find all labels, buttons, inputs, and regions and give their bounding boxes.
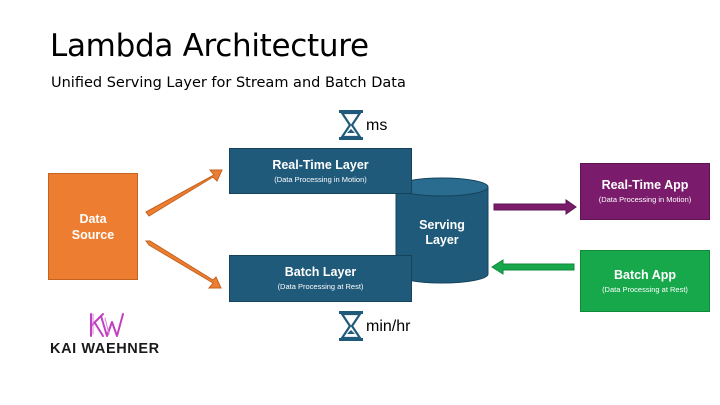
serving-layer-label-line1: Serving: [419, 218, 465, 232]
realtime-app-label: Real-Time App: [601, 178, 689, 192]
serving-layer-label-line2: Layer: [425, 233, 459, 247]
logo-wordmark: KAI WAEHNER: [50, 341, 160, 357]
page-title: Lambda Architecture: [50, 28, 369, 64]
latency-slow-label: min/hr: [366, 318, 411, 335]
serving-layer-cylinder: [395, 177, 489, 284]
hourglass-icon: [339, 311, 363, 341]
arrow-source-to-batch: [145, 240, 222, 289]
data-source-box: Data Source: [48, 173, 138, 280]
arrow-serving-to-realtime-app: [493, 199, 577, 215]
hourglass-icon: [339, 110, 363, 140]
serving-layer-label: Serving Layer: [396, 218, 488, 248]
realtime-layer-label: Real-Time Layer: [272, 157, 369, 172]
realtime-layer-box: Real-Time Layer (Data Processing in Moti…: [229, 148, 412, 194]
batch-app-sublabel: (Data Processing at Rest): [602, 284, 688, 294]
batch-layer-label: Batch Layer: [284, 265, 357, 279]
page-subtitle: Unified Serving Layer for Stream and Bat…: [51, 75, 406, 91]
batch-app-label: Batch App: [613, 267, 677, 282]
kw-monogram-icon: [90, 313, 124, 337]
realtime-layer-sublabel: (Data Processing in Motion): [274, 174, 367, 184]
arrow-batch-app-to-serving: [491, 259, 575, 275]
arrow-source-to-realtime: [145, 169, 223, 217]
data-source-label-line1: Data: [79, 211, 107, 226]
batch-app-box: Batch App (Data Processing at Rest): [580, 250, 710, 312]
latency-fast-label: ms: [366, 117, 388, 134]
realtime-app-sublabel: (Data Processing in Motion): [598, 195, 692, 204]
batch-layer-sublabel: (Data Processing at Rest): [277, 282, 364, 291]
realtime-app-box: Real-Time App (Data Processing in Motion…: [580, 163, 710, 220]
batch-layer-box: Batch Layer (Data Processing at Rest): [229, 255, 412, 302]
data-source-label-line2: Source: [71, 227, 115, 242]
